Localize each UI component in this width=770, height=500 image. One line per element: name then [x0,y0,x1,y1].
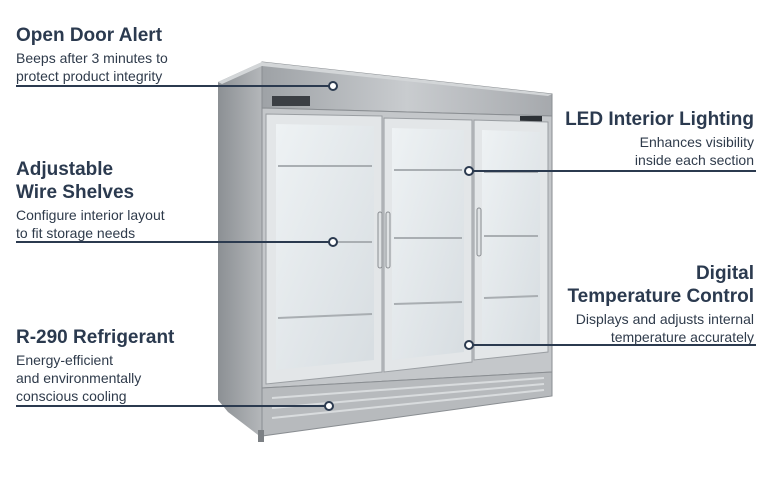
door-middle-glass [392,128,464,360]
callout-title: Adjustable Wire Shelves [16,159,135,203]
callout-refrigerant: R-290 Refrigerant Energy-efficient and e… [16,326,246,405]
callout-description: Energy-efficient and environmentally con… [16,352,142,404]
callout-title: LED Interior Lighting [565,109,754,130]
door-left-glass [276,124,374,370]
callout-open-door-alert: Open Door Alert Beeps after 3 minutes to… [16,24,246,85]
door-right-glass [482,130,540,350]
leader-lines [16,81,756,411]
callout-led-lighting: LED Interior Lighting Enhances visibilit… [514,108,754,169]
cabinet-foot [258,430,264,442]
callout-title: Digital Temperature Control [567,263,754,307]
callout-description: Beeps after 3 minutes to protect product… [16,50,168,84]
callout-title: R-290 Refrigerant [16,327,175,348]
door-handle-left [377,211,383,269]
callout-adjustable-shelves: Adjustable Wire Shelves Configure interi… [16,158,246,242]
cabinet-side-panel [218,62,262,438]
door-handle-right [476,207,482,257]
door-handle-middle [385,211,391,269]
base-vents [271,377,545,419]
cabinet-top [218,62,552,96]
logo-plate [272,96,310,106]
callout-description: Displays and adjusts internal temperatur… [575,311,754,345]
callout-description: Enhances visibility inside each section [634,134,754,168]
callout-description: Configure interior layout to fit storage… [16,207,165,241]
temperature-display [520,116,542,124]
callout-title: Open Door Alert [16,25,163,46]
callout-temperature-control: Digital Temperature Control Displays and… [494,262,754,346]
